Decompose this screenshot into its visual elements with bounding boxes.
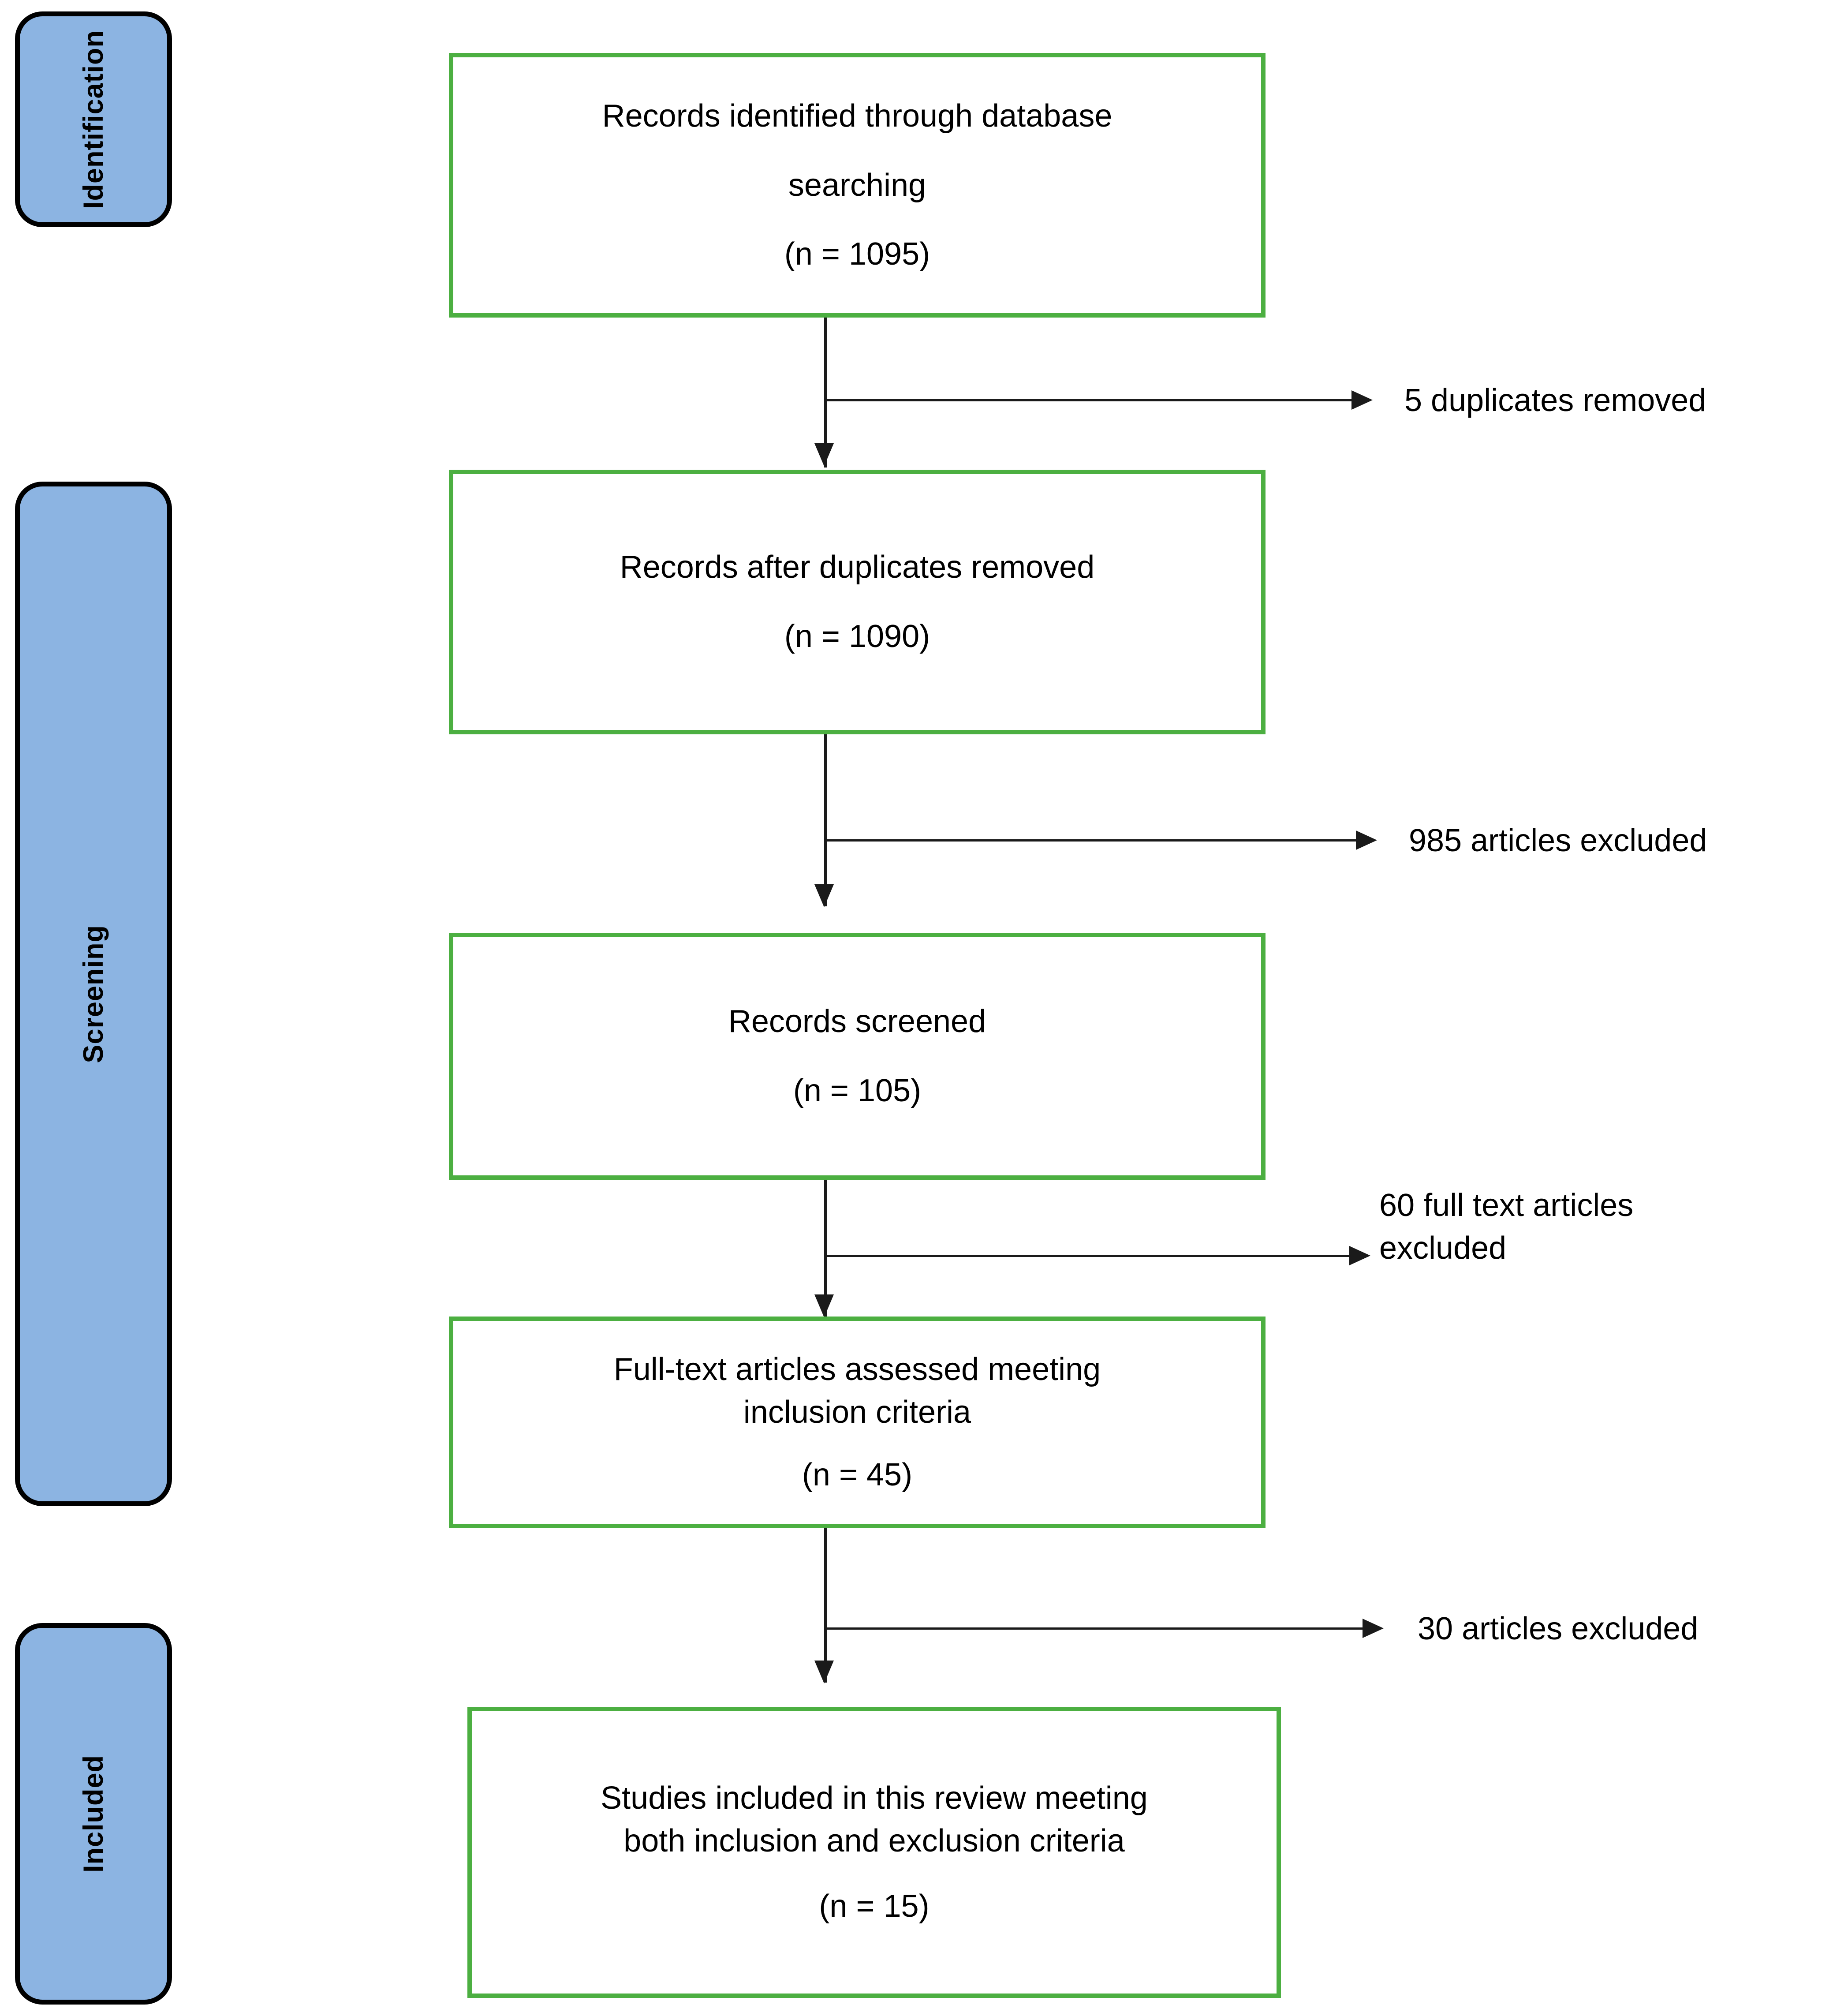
branch-arrow-30 — [1363, 1619, 1384, 1638]
stage-pill-identification: Identification — [15, 11, 172, 227]
box-records-screened-count: (n = 105) — [793, 1073, 922, 1108]
connector-line-1 — [824, 318, 827, 468]
branch-line-duplicates — [824, 399, 1355, 401]
connector-line-4 — [824, 1528, 827, 1683]
branch-arrow-60 — [1349, 1246, 1370, 1265]
box-records-after-duplicates-count: (n = 1090) — [784, 619, 930, 654]
box-studies-included-line-2: both inclusion and exclusion criteria — [623, 1823, 1125, 1859]
box-records-screened-line-1: Records screened — [728, 1004, 986, 1040]
box-records-identified: Records identified through database sear… — [449, 53, 1266, 318]
branch-arrow-duplicates — [1351, 390, 1373, 410]
connector-line-2 — [824, 734, 827, 906]
box-full-text-assessed-line-1: Full-text articles assessed meeting — [613, 1351, 1101, 1387]
box-records-after-duplicates-line-1: Records after duplicates removed — [620, 550, 1095, 585]
connector-arrow-down-4 — [814, 1661, 834, 1683]
branch-arrow-985 — [1356, 830, 1377, 850]
box-studies-included-line-1: Studies included in this review meeting — [601, 1780, 1148, 1816]
connector-arrow-down-3 — [814, 1294, 834, 1317]
box-records-identified-count: (n = 1095) — [784, 236, 930, 272]
stage-label-screening: Screening — [78, 924, 109, 1063]
box-studies-included: Studies included in this review meeting … — [467, 1707, 1281, 1998]
box-records-identified-line-1: Records identified through database — [602, 98, 1112, 134]
connector-arrow-down-2 — [814, 884, 834, 907]
exclusion-note-duplicates-removed: 5 duplicates removed — [1404, 383, 1706, 418]
stage-label-identification: Identification — [78, 30, 109, 209]
stage-pill-included: Included — [15, 1623, 172, 2005]
stage-label-included: Included — [78, 1754, 109, 1873]
box-full-text-assessed-line-2: inclusion criteria — [743, 1394, 971, 1430]
box-studies-included-count: (n = 15) — [819, 1889, 930, 1924]
stage-pill-screening: Screening — [15, 482, 172, 1506]
connector-line-3 — [824, 1180, 827, 1317]
exclusion-note-60-full-text-excluded: 60 full text articles excluded — [1379, 1188, 1634, 1266]
branch-line-985 — [824, 839, 1360, 842]
connector-arrow-down-1 — [814, 443, 834, 466]
box-records-after-duplicates: Records after duplicates removed (n = 10… — [449, 470, 1266, 734]
box-records-identified-line-2: searching — [788, 167, 926, 203]
branch-line-30 — [824, 1627, 1366, 1630]
exclusion-note-985-articles-excluded: 985 articles excluded — [1409, 823, 1707, 858]
box-full-text-assessed: Full-text articles assessed meeting incl… — [449, 1317, 1266, 1528]
exclusion-note-30-articles-excluded: 30 articles excluded — [1418, 1611, 1699, 1646]
branch-line-60 — [824, 1255, 1353, 1257]
box-full-text-assessed-count: (n = 45) — [802, 1457, 913, 1493]
box-records-screened: Records screened (n = 105) — [449, 933, 1266, 1180]
